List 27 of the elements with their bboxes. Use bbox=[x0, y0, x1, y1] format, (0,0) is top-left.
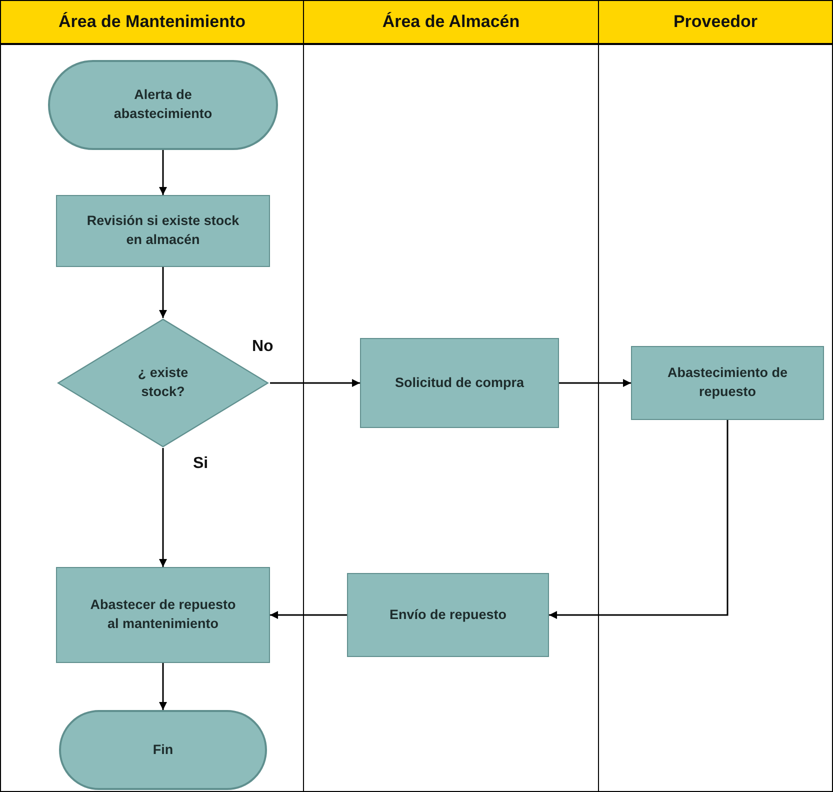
arrow bbox=[159, 267, 167, 318]
process-box bbox=[56, 567, 270, 663]
process-box bbox=[56, 195, 270, 267]
node-label: ¿ existe stock? bbox=[136, 364, 190, 401]
node-label: Fin bbox=[152, 740, 174, 759]
lane-header: Proveedor bbox=[599, 1, 832, 45]
node-label: Abastecimiento de repuesto bbox=[666, 364, 789, 401]
swimlane bbox=[0, 0, 304, 792]
node-label: Solicitud de compra bbox=[394, 374, 526, 392]
arrow bbox=[159, 663, 167, 710]
swimlane bbox=[598, 0, 833, 792]
arrow bbox=[270, 611, 347, 619]
arrow bbox=[159, 448, 167, 567]
arrow bbox=[270, 379, 360, 387]
node-label: Alerta de abastecimiento bbox=[112, 86, 214, 123]
process-box bbox=[631, 346, 824, 420]
lane-header: Área de Mantenimiento bbox=[1, 1, 303, 45]
arrow bbox=[549, 420, 728, 619]
process-box bbox=[360, 338, 559, 428]
node-label: Revisión si existe stock en almacén bbox=[86, 212, 240, 249]
process-box bbox=[347, 573, 549, 657]
lane-header: Área de Almacén bbox=[304, 1, 598, 45]
arrow bbox=[159, 150, 167, 195]
node-label: Abastecer de repuesto al mantenimiento bbox=[89, 596, 237, 633]
swimlane bbox=[303, 0, 599, 792]
node-label: Envío de repuesto bbox=[388, 606, 508, 624]
arrow bbox=[559, 379, 631, 387]
